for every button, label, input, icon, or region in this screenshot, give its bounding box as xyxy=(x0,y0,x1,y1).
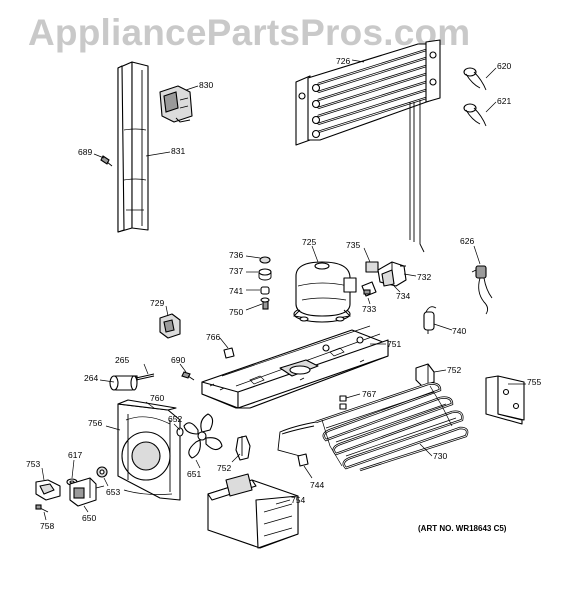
callout-726: 726 xyxy=(336,56,350,66)
channel-831 xyxy=(117,61,149,233)
grommet-737 xyxy=(258,268,272,281)
callout-733: 733 xyxy=(362,304,376,314)
watermark: AppliancePartsPros.com xyxy=(28,12,471,53)
condenser-coil xyxy=(295,39,441,253)
fan-blade-651 xyxy=(183,413,223,459)
callout-751: 751 xyxy=(387,339,401,349)
callout-689: 689 xyxy=(78,147,92,157)
callout-740: 740 xyxy=(452,326,466,336)
condenser-coil-730 xyxy=(277,382,469,472)
callout-755: 755 xyxy=(527,377,541,387)
callout-626: 626 xyxy=(460,236,474,246)
sleeve-741 xyxy=(260,286,270,295)
bracket-752-lower xyxy=(235,435,251,461)
clip-736 xyxy=(259,256,271,264)
bracket-753 xyxy=(35,479,61,501)
clip-744 xyxy=(297,453,309,467)
callout-730: 730 xyxy=(433,451,447,461)
screw-758 xyxy=(35,504,49,513)
art-number: (ART NO. WR18643 C5) xyxy=(418,524,507,533)
capacitor-729 xyxy=(159,313,181,339)
callout-741: 741 xyxy=(229,286,243,296)
callout-736: 736 xyxy=(229,250,243,260)
bushing-652 xyxy=(176,427,184,437)
callouts: 726 620 621 830 689 831 736 725 735 732 … xyxy=(26,56,541,531)
callout-750: 750 xyxy=(229,307,243,317)
bracket-752-right xyxy=(415,363,435,387)
callout-621: 621 xyxy=(497,96,511,106)
bracket-830 xyxy=(159,85,193,123)
callout-744: 744 xyxy=(310,480,324,490)
callout-767: 767 xyxy=(362,389,376,399)
callout-652: 652 xyxy=(168,414,182,424)
callout-830: 830 xyxy=(199,80,213,90)
clip-740 xyxy=(423,306,437,334)
clip-766 xyxy=(223,347,235,359)
callout-651: 651 xyxy=(187,469,201,479)
callout-758: 758 xyxy=(40,521,54,531)
fitting-767 xyxy=(339,395,347,410)
grommet-653 xyxy=(96,466,108,478)
callout-753: 753 xyxy=(26,459,40,469)
fan-shroud xyxy=(117,399,181,501)
harness-626 xyxy=(471,265,493,315)
bolt-750 xyxy=(260,297,270,310)
base-pan xyxy=(201,325,389,409)
callout-620: 620 xyxy=(497,61,511,71)
callout-754: 754 xyxy=(291,495,305,505)
callout-264: 264 xyxy=(84,373,98,383)
screw-689 xyxy=(100,155,113,167)
bracket-755 xyxy=(485,375,525,425)
callout-756: 756 xyxy=(88,418,102,428)
relay-735-732 xyxy=(365,261,407,287)
grommet-620 xyxy=(463,67,487,91)
callout-734: 734 xyxy=(396,291,410,301)
duct-754 xyxy=(207,473,299,549)
callout-732: 732 xyxy=(417,272,431,282)
overload-733 xyxy=(361,281,377,297)
callout-766: 766 xyxy=(206,332,220,342)
motor-264 xyxy=(109,375,138,391)
screw-690 xyxy=(181,371,195,381)
callout-737: 737 xyxy=(229,266,243,276)
callout-735: 735 xyxy=(346,240,360,250)
callout-617: 617 xyxy=(68,450,82,460)
callout-752-right: 752 xyxy=(447,365,461,375)
callout-690: 690 xyxy=(171,355,185,365)
callout-265: 265 xyxy=(115,355,129,365)
motor-650 xyxy=(69,477,105,507)
callout-831: 831 xyxy=(171,146,185,156)
grommet-621 xyxy=(463,103,487,127)
callout-752-lower: 752 xyxy=(217,463,231,473)
callout-760: 760 xyxy=(150,393,164,403)
compressor xyxy=(293,261,357,323)
callout-653: 653 xyxy=(106,487,120,497)
callout-729: 729 xyxy=(150,298,164,308)
callout-725: 725 xyxy=(302,237,316,247)
callout-650: 650 xyxy=(82,513,96,523)
